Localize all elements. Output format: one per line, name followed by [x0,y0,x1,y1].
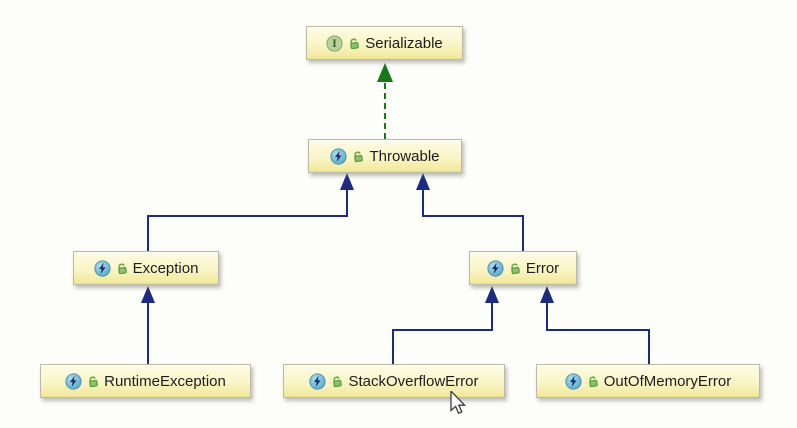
node-stack-overflow-error[interactable]: StackOverflowError [283,364,505,398]
node-label: StackOverflowError [348,372,479,390]
exception-class-icon [65,372,82,390]
exception-class-icon [309,372,327,390]
node-serializable[interactable]: Serializable [306,26,463,60]
node-exception[interactable]: Exception [73,251,219,285]
node-label: Serializable [365,34,443,52]
unlocked-icon [116,262,128,275]
unlocked-icon [509,262,521,275]
node-out-of-memory-error[interactable]: OutOfMemoryError [536,364,760,398]
exception-class-icon [565,372,582,390]
edge-stackoverflowerror-extends-error [392,286,499,364]
unlocked-icon [348,37,360,50]
unlocked-icon [331,375,343,388]
exception-class-icon [487,259,504,277]
node-runtime-exception[interactable]: RuntimeException [40,364,251,398]
node-label: OutOfMemoryError [603,372,732,390]
unlocked-icon [87,375,99,388]
edge-throwable-implements-serializable [377,63,393,139]
interface-icon [326,34,343,52]
node-label: RuntimeException [104,372,226,390]
node-throwable[interactable]: Throwable [308,139,462,173]
node-label: Exception [132,259,199,277]
exception-class-icon [93,259,111,277]
node-error[interactable]: Error [469,251,577,285]
edge-outofmemoryerror-extends-error [540,286,650,364]
edge-error-extends-throwable [416,173,524,251]
edge-runtimeexception-extends-exception [141,286,155,364]
edge-exception-extends-throwable [147,173,354,251]
unlocked-icon [352,150,364,163]
unlocked-icon [587,375,599,388]
exception-class-icon [330,147,348,165]
node-label: Throwable [369,147,440,165]
node-label: Error [525,259,560,277]
